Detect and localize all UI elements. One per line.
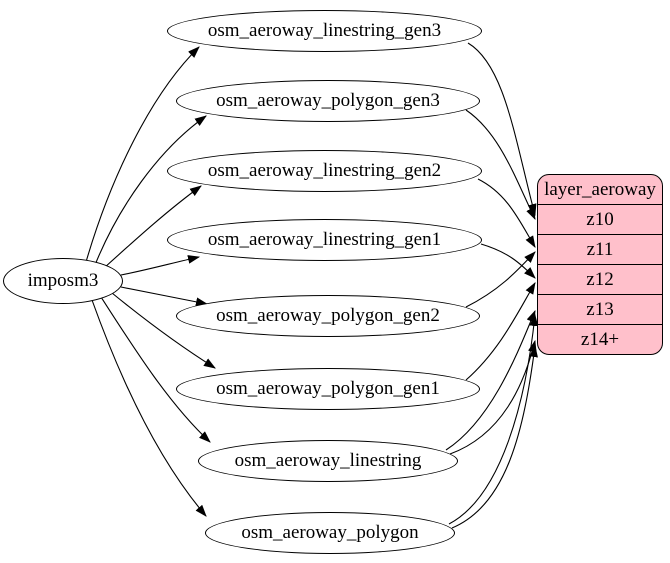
table-node-label: osm_aeroway_linestring_gen1 (207, 229, 442, 250)
table-node-osm-aeroway-linestring-gen1: osm_aeroway_linestring_gen1 (167, 219, 482, 261)
edge-osm_aeroway_linestring_gen3-to-z10 (467, 42, 537, 217)
table-node-osm-aeroway-linestring: osm_aeroway_linestring (198, 440, 458, 482)
edge-osm_aeroway_polygon-to-z14+ (451, 344, 538, 529)
edge-imposm3-to-osm_aeroway_linestring (100, 296, 211, 443)
table-node-label: osm_aeroway_linestring (234, 450, 422, 471)
edge-imposm3-to-osm_aeroway_linestring_gen2 (103, 185, 202, 269)
layer-record-node: layer_aeroway z10 z11 z12 z13 z14+ (537, 174, 663, 355)
edge-osm_aeroway_polygon_gen3-to-z10 (465, 109, 536, 220)
layer-row-z13: z13 (538, 294, 662, 324)
table-node-label: osm_aeroway_polygon (241, 522, 419, 543)
source-node-label: imposm3 (27, 270, 99, 291)
edge-imposm3-to-osm_aeroway_polygon_gen1 (111, 292, 216, 369)
edge-imposm3-to-osm_aeroway_polygon (91, 299, 207, 517)
edge-osm_aeroway_linestring_gen1-to-z12 (480, 243, 536, 279)
edge-osm_aeroway_linestring-to-z13 (445, 309, 536, 451)
table-node-label: osm_aeroway_polygon_gen3 (216, 90, 440, 111)
table-node-osm-aeroway-linestring-gen3: osm_aeroway_linestring_gen3 (167, 10, 482, 52)
layer-record-header: layer_aeroway (544, 178, 656, 200)
source-node-imposm3: imposm3 (3, 258, 123, 304)
edge-osm_aeroway_polygon_gen1-to-z12 (465, 282, 536, 381)
edge-imposm3-to-osm_aeroway_linestring_gen3 (85, 46, 200, 263)
table-node-osm-aeroway-polygon: osm_aeroway_polygon (205, 512, 455, 554)
edge-imposm3-to-osm_aeroway_polygon_gen3 (94, 115, 207, 266)
edge-imposm3-to-osm_aeroway_linestring_gen1 (120, 255, 201, 276)
table-node-osm-aeroway-polygon-gen3: osm_aeroway_polygon_gen3 (176, 80, 480, 122)
edge-osm_aeroway_polygon_gen2-to-z11 (465, 251, 536, 308)
table-node-osm-aeroway-linestring-gen2: osm_aeroway_linestring_gen2 (167, 150, 482, 192)
layer-row-z11: z11 (538, 234, 662, 264)
edge-osm_aeroway_linestring_gen2-to-z11 (477, 178, 536, 248)
edge-imposm3-to-osm_aeroway_polygon_gen2 (120, 286, 209, 307)
table-node-label: osm_aeroway_linestring_gen3 (207, 20, 442, 41)
layer-row-z12: z12 (538, 264, 662, 294)
table-node-label: osm_aeroway_polygon_gen1 (216, 378, 440, 399)
table-node-osm-aeroway-polygon-gen2: osm_aeroway_polygon_gen2 (176, 295, 480, 337)
table-node-label: osm_aeroway_linestring_gen2 (207, 160, 442, 181)
layer-row-z10: z10 (538, 204, 662, 234)
table-node-osm-aeroway-polygon-gen1: osm_aeroway_polygon_gen1 (176, 368, 480, 410)
table-node-label: osm_aeroway_polygon_gen2 (216, 305, 440, 326)
layer-row-z14plus: z14+ (538, 324, 662, 354)
